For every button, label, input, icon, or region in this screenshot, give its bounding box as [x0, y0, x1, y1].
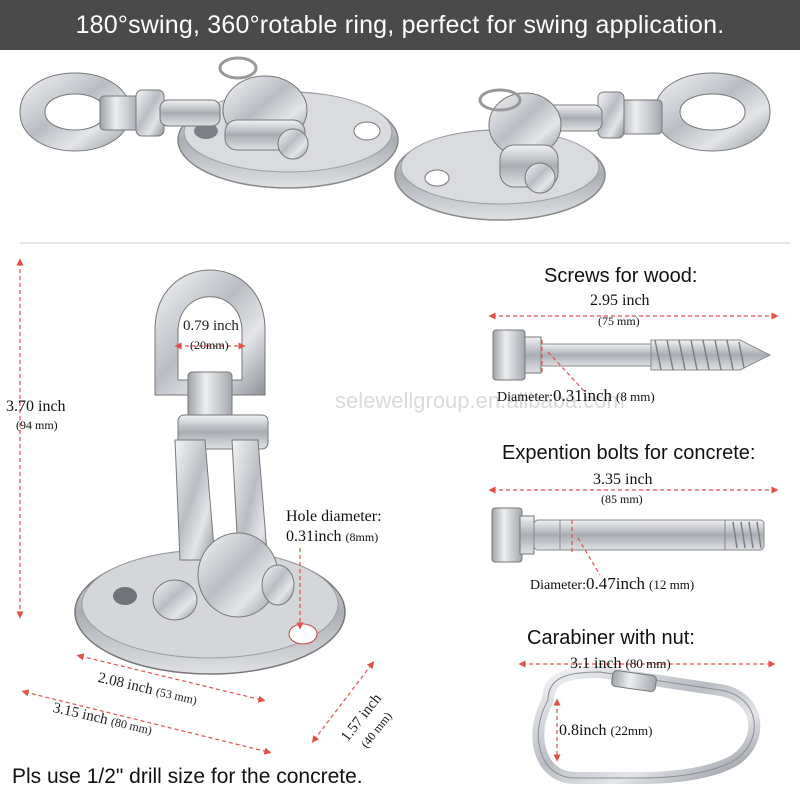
height-label: 3.70 inch — [6, 398, 66, 415]
bolts-length: 3.35 inch — [593, 471, 653, 488]
main-dimension-lines — [16, 258, 375, 755]
top-banner — [0, 0, 800, 50]
footer-note: Pls use 1/2" drill size for the concrete… — [12, 765, 363, 788]
swivel-photo-right — [394, 72, 771, 221]
screws-length-mm: (75 mm) — [598, 314, 640, 328]
ring-inner-mm-label: (20mm) — [190, 338, 229, 352]
wood-screw-drawing — [492, 329, 772, 381]
carabiner-length: 3.1 inch (80 mm) — [570, 655, 671, 672]
bolts-diameter: Diameter:0.47inch (12 mm) — [530, 574, 695, 593]
swivel-photo-left — [19, 56, 399, 189]
expansion-bolt-drawing — [491, 507, 765, 563]
screws-length: 2.95 inch — [590, 292, 650, 309]
height-mm-label: (94 mm) — [16, 418, 58, 432]
bolt-dimension-lines — [488, 486, 779, 576]
screw-dimension-lines — [488, 312, 779, 393]
carabiner-title: Carabiner with nut: — [527, 627, 695, 649]
hole-diameter-value: 0.31inch (8mm) — [286, 528, 379, 545]
main-swivel-drawing — [74, 269, 346, 675]
carabiner-dimension-lines — [518, 660, 776, 762]
ring-inner-label: 0.79 inch — [183, 318, 239, 334]
screws-diameter: Diameter:0.31inch (8 mm) — [497, 386, 655, 405]
bolts-length-mm: (85 mm) — [601, 492, 643, 506]
banner-text: 180°swing, 360°rotable ring, perfect for… — [75, 11, 725, 39]
carabiner-drawing — [532, 665, 761, 784]
screws-title: Screws for wood: — [544, 265, 698, 287]
bolts-title: Expention bolts for concrete: — [502, 442, 756, 464]
carabiner-opening: 0.8inch (22mm) — [559, 722, 653, 739]
watermark: selewellgroup.en.alibaba.com — [335, 388, 625, 413]
hole-diameter-label: Hole diameter: — [286, 508, 382, 525]
